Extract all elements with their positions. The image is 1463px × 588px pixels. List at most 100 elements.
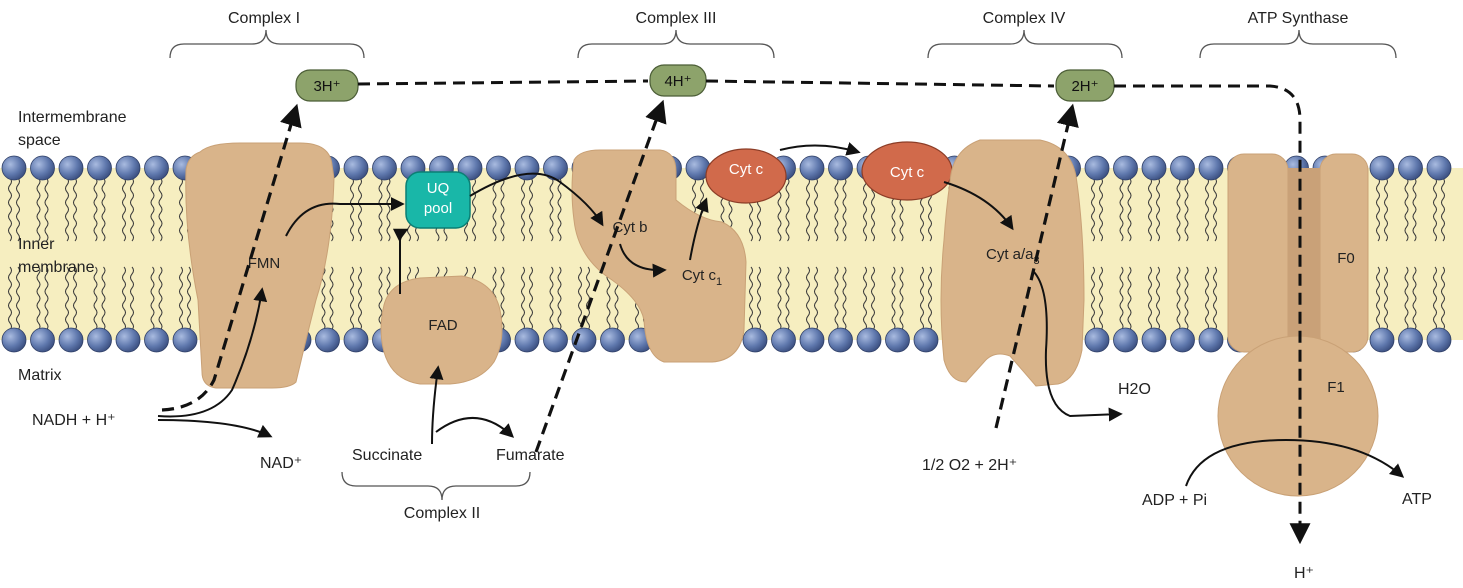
brace-complex1 [169, 29, 365, 59]
lipid-head [742, 327, 768, 353]
lipid-tail [1184, 266, 1189, 331]
atp-f0-left-subunit [1227, 153, 1289, 353]
lipid-head [343, 155, 369, 181]
lipid-tail [891, 266, 896, 331]
lipid-head [115, 327, 141, 353]
lipid-head [1, 327, 27, 353]
lipid-tail [1205, 177, 1209, 242]
lipid-tail [1099, 266, 1103, 331]
lipid-head [514, 327, 540, 353]
cytc-transfer-arrow [779, 142, 861, 156]
brace-atp-synthase [1199, 29, 1397, 59]
lipid-tail [187, 266, 191, 331]
uq-to-cytb-arrow [469, 172, 604, 227]
atp-f1-sphere [1217, 335, 1379, 497]
lipid-tail [8, 266, 12, 331]
intermembrane-label-line1: Intermembrane [18, 109, 127, 126]
adp-to-atp-arrow [1185, 438, 1405, 487]
lipid-tail [36, 266, 41, 331]
lipid-head [799, 327, 825, 353]
lipid-head [58, 327, 84, 353]
complex3-label: Complex III [636, 10, 717, 27]
lipid-tail [863, 266, 867, 331]
cyt-a-main: Cyt a/a [986, 246, 1034, 263]
atp-label: ATP [1402, 491, 1432, 508]
lipid-tail [1176, 266, 1181, 331]
lipid-tail [472, 177, 476, 242]
lipid-tail [101, 177, 106, 242]
lipid-head [1170, 327, 1195, 353]
matrix-label: Matrix [18, 367, 62, 384]
lipid-head [1141, 155, 1167, 181]
lipid-tail [1184, 177, 1189, 242]
cytc-to-cyta-arrow [943, 181, 1014, 231]
proton-pill-complex3 [649, 64, 707, 97]
lipid-head [115, 155, 141, 181]
complex1-label: Complex I [228, 10, 300, 27]
lipid-head [885, 327, 910, 353]
lipid-tail [1156, 266, 1160, 331]
lipid-head [1170, 155, 1195, 181]
lipid-tail [179, 177, 183, 242]
fmn-label: FMN [248, 255, 281, 272]
lipid-tail [16, 266, 20, 331]
lipid-head [87, 327, 112, 353]
lipid-tail [122, 177, 126, 242]
lipid-tail [1091, 177, 1095, 242]
lipid-tail [1148, 266, 1152, 331]
lipid-tail [1384, 266, 1388, 331]
lipid-tail [920, 266, 924, 331]
fmn-to-uq-arrow [285, 197, 405, 237]
lipid-tail [1148, 177, 1152, 242]
cyt-c-label-2: Cyt c [890, 164, 925, 181]
complex3-shape [571, 149, 747, 363]
complex1-shape [185, 142, 335, 389]
nad-label: NAD⁺ [260, 455, 302, 472]
lipid-head [87, 155, 112, 181]
intermembrane-label-line2: space [18, 132, 61, 149]
lipid-tail [329, 266, 334, 331]
lipid-tail [378, 266, 383, 331]
lipid-tail [1156, 177, 1160, 242]
lipid-head [1369, 327, 1395, 353]
proton-pill-complex1 [295, 69, 359, 102]
lipid-tail [500, 177, 505, 242]
nadh-label: NADH + H⁺ [32, 412, 116, 429]
lipid-tail [1404, 266, 1409, 331]
lipid-tail [65, 266, 69, 331]
lipid-tail [871, 266, 875, 331]
lipid-tail [1433, 177, 1437, 242]
lipid-tail [492, 177, 497, 242]
lipid-tail [65, 177, 69, 242]
lipid-head [1198, 155, 1224, 181]
lipid-tail [521, 266, 525, 331]
lipid-tail [1099, 177, 1103, 242]
lipid-tail [1213, 177, 1217, 242]
water-label: H2O [1118, 381, 1151, 398]
lipid-head [600, 327, 625, 353]
proton-path-complex1 [161, 103, 302, 412]
succinate-to-fad-arrow [429, 365, 444, 445]
lipid-tail [44, 266, 49, 331]
lipid-tail [557, 177, 562, 242]
complex2-label: Complex II [404, 505, 480, 522]
f1-label: F1 [1327, 379, 1345, 396]
lipid-tail [529, 177, 533, 242]
cyt-c-oval-1 [705, 148, 787, 204]
lipid-tail [1213, 266, 1217, 331]
lipid-tail [1119, 177, 1124, 242]
lipid-head [172, 327, 198, 353]
lipid-tail [36, 177, 41, 242]
atp-stalk [1288, 168, 1320, 368]
f0-label: F0 [1337, 250, 1355, 267]
cyt-c1-subscript: 1 [716, 276, 722, 288]
lipid-tail [1119, 266, 1124, 331]
lipid-head [372, 155, 397, 181]
lipid-head [856, 327, 882, 353]
lipid-head [1084, 155, 1110, 181]
lipid-tail [842, 266, 847, 331]
lipid-tail [1176, 177, 1181, 242]
lipid-tail [73, 177, 77, 242]
